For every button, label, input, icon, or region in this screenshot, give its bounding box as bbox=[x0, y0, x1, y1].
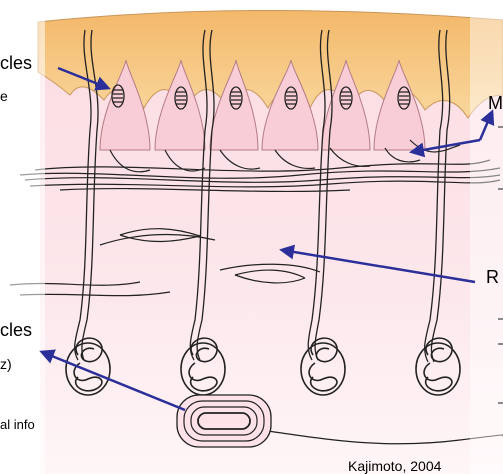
credit-text: Kajimoto, 2004 bbox=[348, 458, 441, 474]
pacinian-corpuscle bbox=[177, 395, 271, 447]
label-ruffini: R bbox=[486, 267, 499, 288]
label-merkel: M bbox=[488, 93, 503, 114]
label-spatial: al info bbox=[0, 417, 35, 432]
edge-dash bbox=[498, 402, 503, 404]
label-pacinian: cles bbox=[0, 320, 32, 341]
edge-dash bbox=[498, 126, 503, 128]
edge-dash bbox=[498, 188, 503, 190]
label-meissner: cles bbox=[0, 53, 32, 74]
edge-dash bbox=[498, 343, 503, 345]
label-meissner-sub: e bbox=[0, 88, 8, 104]
edge-dash bbox=[498, 318, 503, 320]
label-pacinian-sub: z) bbox=[0, 356, 12, 372]
